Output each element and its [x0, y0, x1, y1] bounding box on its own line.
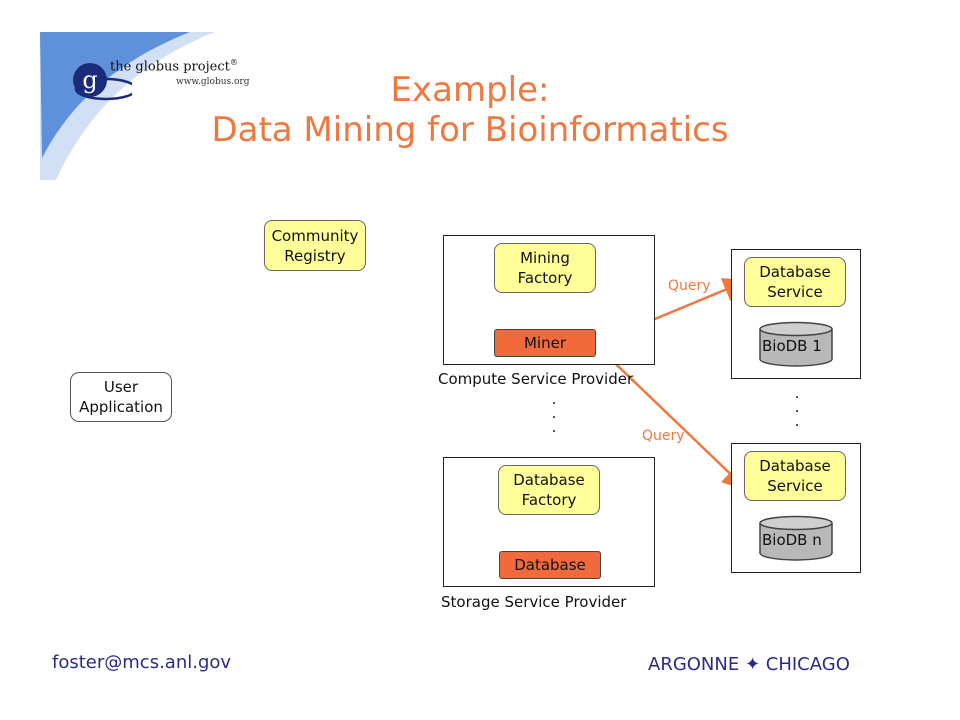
database-factory-box: Database Factory [498, 465, 600, 515]
globus-g-icon: g [73, 63, 132, 101]
title-line-1: Example: [390, 70, 550, 110]
logo-name: the globus project® [110, 58, 238, 75]
title-line-2: Data Mining for Bioinformatics [211, 110, 729, 150]
query-label-1: Query [668, 278, 711, 294]
footer-org: ARGONNE ✦ CHICAGO [648, 654, 850, 675]
community-registry-box: Community Registry [264, 220, 366, 271]
user-application-box: User Application [70, 372, 172, 422]
storage-provider-caption: Storage Service Provider [441, 593, 627, 611]
logo-url: www.globus.org [176, 77, 250, 87]
database-ellipsis: . . . [794, 384, 800, 430]
database-cylinder-icon [759, 321, 833, 367]
svg-text:g: g [82, 66, 97, 94]
miner-box: Miner [494, 329, 596, 357]
provider-ellipsis: . . . [551, 390, 557, 436]
footer-email: foster@mcs.anl.gov [52, 652, 232, 673]
database-cylinder-icon [759, 515, 833, 561]
compute-provider-caption: Compute Service Provider [438, 370, 634, 388]
biodb-1-label: BioDB 1 [762, 337, 822, 355]
biodb-n-cylinder: BioDB n [758, 515, 834, 561]
database-service-1-box: Database Service [744, 257, 846, 307]
query-label-2: Query [642, 428, 685, 444]
database-service-n-box: Database Service [744, 451, 846, 501]
query-arrow-2 [596, 345, 748, 491]
biodb-n-label: BioDB n [762, 531, 822, 549]
database-box: Database [499, 551, 601, 579]
globus-logo: g the globus project® www.globus.org [68, 58, 268, 108]
biodb-1-cylinder: BioDB 1 [758, 321, 834, 367]
mining-factory-box: Mining Factory [494, 243, 596, 293]
page-title: Example: Data Mining for Bioinformatics [150, 70, 790, 150]
